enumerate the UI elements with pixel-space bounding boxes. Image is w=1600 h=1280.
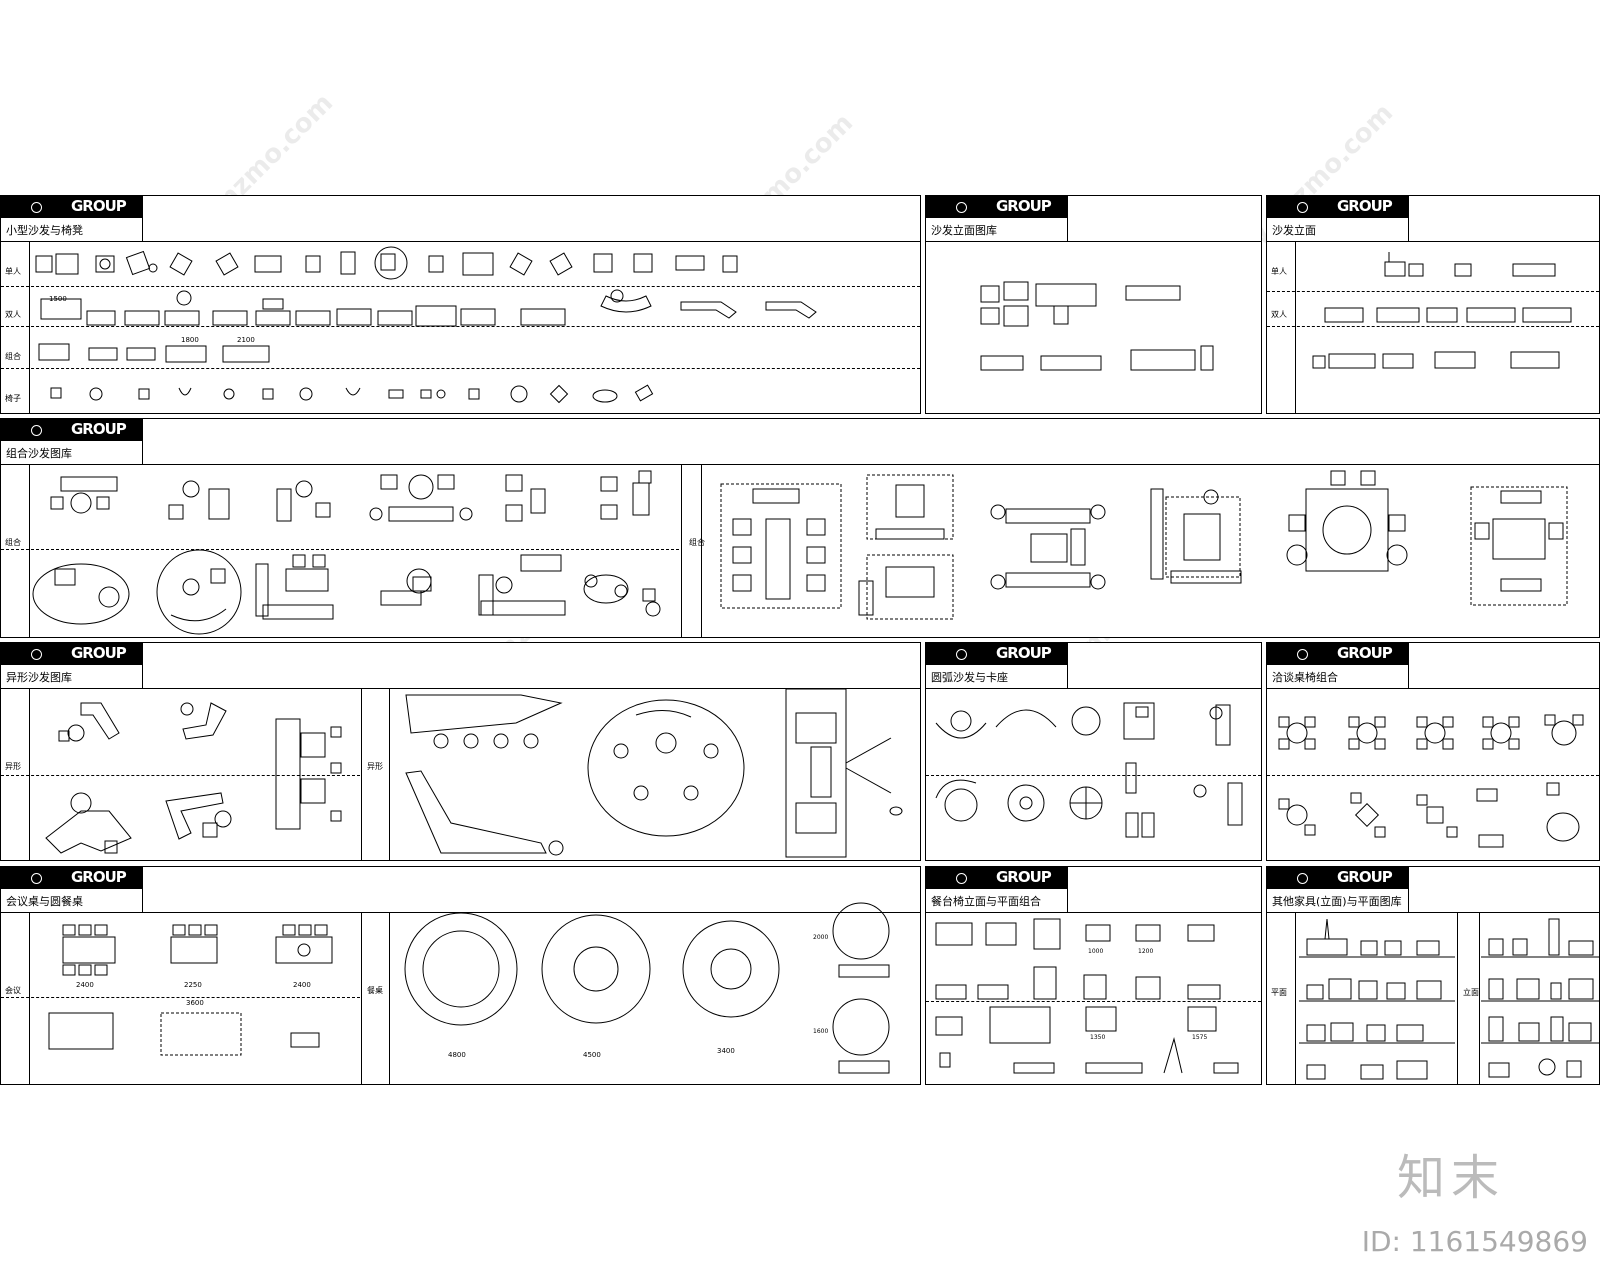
logo-mark-icon xyxy=(956,873,967,884)
table-set-drawings xyxy=(1278,714,1584,848)
dimension-label: 1000 xyxy=(1088,948,1103,955)
brand-logo: 知末 xyxy=(1396,1150,1505,1206)
panel-title: 沙发立面 xyxy=(1272,224,1316,237)
dimension-label: 2000 xyxy=(813,934,828,941)
panel-header: GROUP 异形沙发图库 xyxy=(1,643,143,689)
row-label: 餐桌 xyxy=(367,986,383,995)
row-label: 单人 xyxy=(5,267,21,276)
row-label: 双人 xyxy=(1271,310,1287,319)
panel-header: GROUP 圆弧沙发与卡座 xyxy=(926,643,1068,689)
group-logo: GROUP xyxy=(71,197,127,215)
panel-header: GROUP 小型沙发与椅凳 xyxy=(1,196,143,242)
panel-irregular-sofas: GROUP 异形沙发图库 异形 异形 xyxy=(0,642,921,861)
panel-title: 沙发立面图库 xyxy=(931,224,997,237)
panel-header: GROUP 餐台椅立面与平面组合 xyxy=(926,867,1068,913)
panel-header: GROUP 组合沙发图库 xyxy=(1,419,143,465)
combination-drawings xyxy=(32,470,1568,635)
group-logo: GROUP xyxy=(71,420,127,438)
row-label: 椅子 xyxy=(5,394,21,403)
dining-drawings: 1000 1200 1350 1575 xyxy=(935,918,1239,1074)
panel-sofa-elevations: GROUP 沙发立面图库 xyxy=(925,195,1262,414)
panel-negotiation-tables: GROUP 洽谈桌椅组合 xyxy=(1266,642,1600,861)
dimension-label: 3400 xyxy=(717,1047,735,1055)
logo-mark-icon xyxy=(31,425,42,436)
panel-title: 圆弧沙发与卡座 xyxy=(931,671,1008,684)
panel-title: 其他家具(立面)与平面图库 xyxy=(1272,895,1402,908)
panel-title: 组合沙发图库 xyxy=(6,447,72,460)
panel-header: GROUP 会议桌与圆餐桌 xyxy=(1,867,143,913)
dimension-label: 1500 xyxy=(49,295,67,303)
row-label: 异形 xyxy=(5,762,21,771)
panel-combination-sofas: GROUP 组合沙发图库 组合 组合 xyxy=(0,418,1600,638)
row-label: 组合 xyxy=(689,538,705,547)
panel-title: 餐台椅立面与平面组合 xyxy=(931,895,1041,908)
row-label: 立面 xyxy=(1463,988,1479,997)
sofa-elevation-drawings xyxy=(1312,252,1572,369)
sofa-plan-drawings: 1800 2100 1500 xyxy=(35,246,817,404)
panel-title: 小型沙发与椅凳 xyxy=(6,224,83,237)
row-label: 组合 xyxy=(5,352,21,361)
irregular-drawings xyxy=(45,688,903,858)
panel-conference-tables: GROUP 会议桌与圆餐桌 会议 餐桌 2400 2250 2400 3600 4… xyxy=(0,866,921,1085)
dimension-label: 1575 xyxy=(1192,1034,1207,1041)
panel-header: GROUP 洽谈桌椅组合 xyxy=(1267,643,1409,689)
logo-mark-icon xyxy=(1297,649,1308,660)
dimension-label: 2400 xyxy=(76,981,94,989)
panel-header: GROUP 沙发立面图库 xyxy=(926,196,1068,242)
logo-mark-icon xyxy=(956,649,967,660)
curved-sofa-drawings xyxy=(935,702,1243,838)
row-label: 会议 xyxy=(5,986,21,995)
elevation-drawings xyxy=(980,281,1214,371)
row-label: 异形 xyxy=(367,762,383,771)
panel-header: GROUP 其他家具(立面)与平面图库 xyxy=(1267,867,1409,913)
logo-mark-icon xyxy=(1297,873,1308,884)
group-logo: GROUP xyxy=(1337,197,1393,215)
panel-title: 洽谈桌椅组合 xyxy=(1272,671,1338,684)
dimension-label: 2250 xyxy=(184,981,202,989)
dimension-label: 4800 xyxy=(448,1051,466,1059)
image-id-label: ID: 1161549869 xyxy=(1361,1225,1588,1258)
dimension-label: 2100 xyxy=(237,336,255,344)
group-logo: GROUP xyxy=(1337,644,1393,662)
group-logo: GROUP xyxy=(71,644,127,662)
row-label: 组合 xyxy=(5,538,21,547)
panel-title: 会议桌与圆餐桌 xyxy=(6,895,83,908)
group-logo: GROUP xyxy=(996,868,1052,886)
dimension-label: 1350 xyxy=(1090,1034,1105,1041)
row-label: 双人 xyxy=(5,310,21,319)
logo-mark-icon xyxy=(31,873,42,884)
dimension-label: 1600 xyxy=(813,1028,828,1035)
group-logo: GROUP xyxy=(996,644,1052,662)
row-label: 平面 xyxy=(1271,988,1287,997)
panel-curved-sofas: GROUP 圆弧沙发与卡座 xyxy=(925,642,1262,861)
panel-other-furniture: GROUP 其他家具(立面)与平面图库 平面 立面 xyxy=(1266,866,1600,1085)
logo-mark-icon xyxy=(956,202,967,213)
conference-drawings: 2400 2250 2400 3600 4800 4500 3400 2000 … xyxy=(48,902,890,1074)
panel-sofa-front: GROUP 沙发立面 单人 双人 xyxy=(1266,195,1600,414)
logo-mark-icon xyxy=(1297,202,1308,213)
group-logo: GROUP xyxy=(996,197,1052,215)
dimension-label: 3600 xyxy=(186,999,204,1007)
panel-header: GROUP 沙发立面 xyxy=(1267,196,1409,242)
group-logo: GROUP xyxy=(71,868,127,886)
dimension-label: 1800 xyxy=(181,336,199,344)
row-label: 单人 xyxy=(1271,267,1287,276)
dimension-label: 2400 xyxy=(293,981,311,989)
panel-title: 异形沙发图库 xyxy=(6,671,72,684)
logo-mark-icon xyxy=(31,202,42,213)
group-logo: GROUP xyxy=(1337,868,1393,886)
dimension-label: 1200 xyxy=(1138,948,1153,955)
dimension-label: 4500 xyxy=(583,1051,601,1059)
logo-mark-icon xyxy=(31,649,42,660)
other-furniture-drawings xyxy=(1299,918,1600,1080)
panel-dining-sets: GROUP 餐台椅立面与平面组合 1000 1200 1350 1575 xyxy=(925,866,1262,1085)
